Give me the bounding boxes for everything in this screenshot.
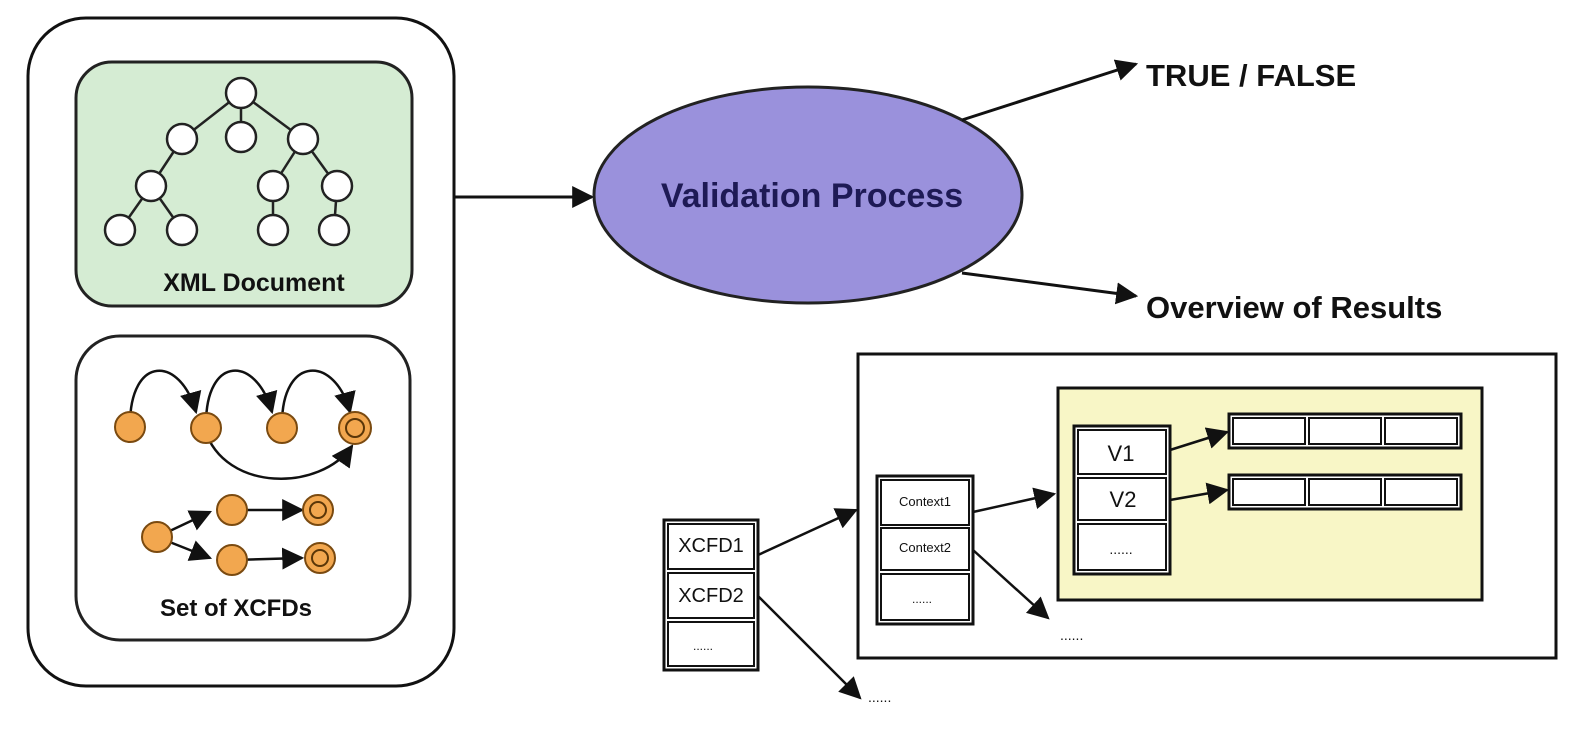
result-row-2-cell-2 (1308, 478, 1382, 506)
context1-arrow (972, 487, 1057, 514)
value-item-1: V1 (1108, 441, 1135, 466)
xcfd-cell-3 (667, 621, 755, 667)
result-row-2-cell-3 (1384, 478, 1458, 506)
context-cell-2 (880, 527, 970, 571)
result-row-2 (1227, 473, 1463, 511)
result-row-1 (1227, 412, 1463, 450)
context-more-label: ...... (1060, 627, 1083, 643)
value-list: V1 V2 ...... (1072, 424, 1172, 576)
result-row-2-cell-1 (1232, 478, 1306, 506)
xcfd2-arrow (757, 595, 862, 700)
xml-document-label: XML Document (163, 269, 345, 297)
xcfd-set-label: Set of XCFDs (160, 595, 312, 622)
xcfd1-arrow (757, 508, 858, 557)
context-item-2: Context2 (899, 540, 951, 555)
xcfd-item-1: XCFD1 (678, 535, 744, 557)
context-cell-1 (880, 479, 970, 526)
overview-of-results-label: Overview of Results (1146, 290, 1442, 325)
context-item-1: Context1 (899, 494, 951, 509)
xcfd-item-2: XCFD2 (678, 585, 744, 607)
xcfd-set-box: Set of XCFDs (74, 334, 412, 642)
validation-process-node: Validation Process (592, 85, 1024, 305)
xcfd-cell-2 (667, 572, 755, 619)
result-row-1-cell-3 (1384, 417, 1458, 445)
v2-arrow (1169, 482, 1230, 505)
xml-document-box: XML Document (74, 60, 414, 308)
validation-process-ellipse (592, 85, 1024, 305)
value-cell-1 (1077, 429, 1167, 475)
v1-arrow (1169, 427, 1230, 452)
xcfd-more-label: ...... (868, 689, 891, 705)
context-cell-3 (880, 573, 970, 621)
value-item-3: ...... (1109, 541, 1132, 557)
value-cell-3 (1077, 523, 1167, 571)
xml-tree-icon (103, 76, 354, 247)
overview-arrow (961, 271, 1139, 305)
result-row-1-cell-1 (1232, 417, 1306, 445)
context-item-3: ...... (912, 592, 932, 606)
context2-arrow (972, 549, 1050, 620)
xcfd-list: XCFD1 XCFD2 ...... (662, 518, 760, 672)
value-cell-2 (1077, 477, 1167, 521)
automaton-states (114, 411, 372, 576)
context-list: Context1 Context2 ...... (875, 474, 975, 626)
validation-process-label: Validation Process (661, 177, 963, 215)
xcfd-item-3: ...... (693, 639, 713, 653)
true-false-arrow (961, 59, 1139, 122)
xcfd-cell-1 (667, 523, 755, 570)
result-row-1-cell-2 (1308, 417, 1382, 445)
value-item-2: V2 (1110, 487, 1137, 512)
true-false-label: TRUE / FALSE (1146, 58, 1356, 93)
